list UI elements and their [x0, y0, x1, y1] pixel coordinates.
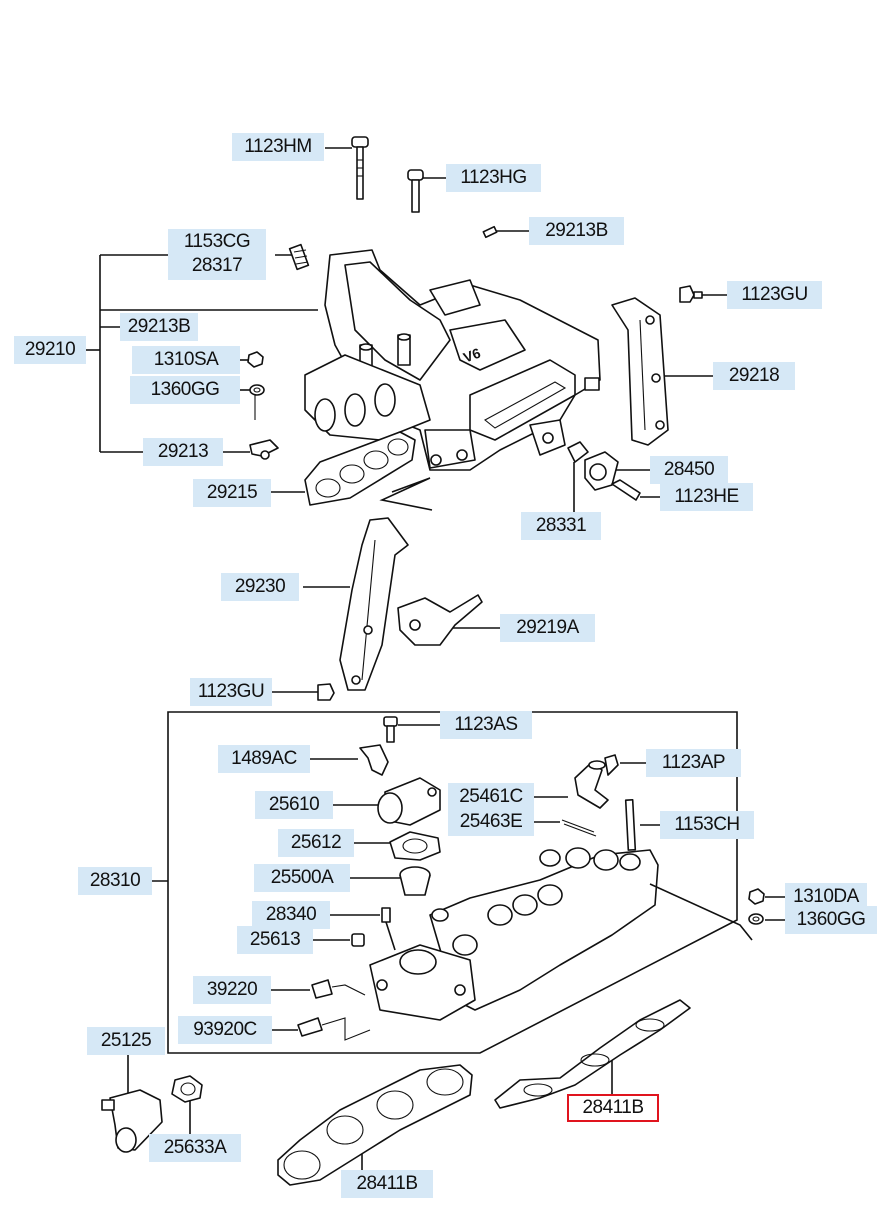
part-label-28450[interactable]: 28450	[650, 456, 728, 484]
part-label-29210[interactable]: 29210	[14, 336, 86, 364]
part-label-1123gu-top[interactable]: 1123GU	[727, 281, 822, 309]
part-label-28331[interactable]: 28331	[521, 512, 601, 540]
intake-manifold-28310	[369, 847, 753, 1021]
stud-1153ch	[624, 799, 662, 851]
part-label-28310[interactable]: 28310	[78, 867, 152, 895]
pin-29213b	[482, 225, 530, 239]
part-label-25500a[interactable]: 25500A	[254, 864, 350, 892]
part-label-25461c[interactable]: 25461C	[448, 783, 534, 811]
part-label-25612[interactable]: 25612	[278, 829, 354, 857]
lower-runners-29210	[254, 354, 431, 441]
part-label-1123as[interactable]: 1123AS	[440, 711, 532, 739]
bolt-1123ap	[604, 754, 646, 776]
washer-1360gg-top	[240, 384, 265, 396]
box-28310	[150, 711, 738, 1054]
part-label-1360gg-bottom[interactable]: 1360GG	[785, 906, 877, 934]
sensor-28340	[330, 907, 396, 951]
part-label-1489ac[interactable]: 1489AC	[218, 745, 310, 773]
sensor-93920c	[270, 1017, 371, 1041]
bolt-1123gu-bottom	[270, 683, 335, 701]
part-label-1123ap[interactable]: 1123AP	[646, 749, 741, 777]
pipe-25461c	[532, 760, 609, 809]
gasket-25612	[352, 831, 441, 861]
part-label-29218[interactable]: 29218	[713, 362, 795, 390]
part-label-25633a[interactable]: 25633A	[149, 1134, 241, 1162]
clip-1489ac	[308, 744, 389, 776]
part-label-29215[interactable]: 29215	[193, 479, 271, 507]
thermostat-25500a	[350, 866, 431, 896]
part-label-1310sa[interactable]: 1310SA	[132, 346, 240, 374]
part-label-1123he[interactable]: 1123HE	[660, 483, 753, 511]
part-label-29230[interactable]: 29230	[221, 573, 299, 601]
part-label-29213b-top[interactable]: 29213B	[529, 217, 624, 245]
bolt-1123gu-top	[679, 285, 728, 303]
bracket-29218	[611, 297, 720, 446]
part-label-25613[interactable]: 25613	[237, 926, 313, 954]
housing-25610	[330, 777, 441, 826]
svg-text:V6: V6	[461, 345, 483, 366]
part-label-1153cg: 1153CG	[183, 231, 251, 252]
part-label-39220[interactable]: 39220	[193, 976, 271, 1004]
bracket-29230	[303, 517, 409, 691]
gasket-29215	[265, 431, 416, 506]
bolt-1123hm	[325, 136, 369, 200]
part-label-28411b-highlighted[interactable]: 28411B	[567, 1094, 659, 1122]
part-label-28317: 28317	[191, 255, 243, 276]
part-label-1123gu-bottom[interactable]: 1123GU	[190, 678, 272, 706]
part-label-1360gg-top[interactable]: 1360GG	[130, 376, 240, 404]
part-label-29219a[interactable]: 29219A	[500, 614, 595, 642]
part-label-29213[interactable]: 29213	[143, 438, 223, 466]
gasket-28411b-upper	[494, 999, 691, 1109]
part-label-1153cg-28317[interactable]: 1153CG 28317	[168, 229, 266, 280]
plug-25613	[310, 933, 365, 947]
part-label-25463e[interactable]: 25463E	[448, 808, 534, 836]
part-label-28411b-bottom[interactable]: 28411B	[341, 1170, 433, 1198]
gasket-28411b-lower	[277, 1064, 473, 1186]
clamp-25463e	[532, 819, 597, 837]
break-line-top	[379, 477, 433, 511]
nut-1310da	[748, 888, 785, 905]
part-label-1123hg[interactable]: 1123HG	[446, 164, 541, 192]
bracket-29219a	[397, 594, 500, 646]
valve-28450	[567, 441, 652, 512]
fitting-29213	[222, 439, 279, 460]
bracket-29210	[85, 254, 318, 453]
bolt-1123he	[611, 479, 660, 501]
stud-1153cg	[275, 243, 310, 271]
part-label-28340[interactable]: 28340	[252, 901, 330, 929]
washer-1360gg-bottom	[748, 913, 785, 925]
part-label-25610[interactable]: 25610	[255, 791, 333, 819]
part-label-1153ch[interactable]: 1153CH	[660, 811, 754, 839]
part-label-93920c[interactable]: 93920C	[178, 1016, 272, 1044]
nut-1310sa	[240, 351, 264, 368]
gasket-25633a	[171, 1075, 203, 1135]
bolt-1123hg	[407, 169, 447, 213]
sensor-39220	[270, 979, 366, 999]
part-label-1123hm[interactable]: 1123HM	[232, 133, 324, 161]
part-label-25125[interactable]: 25125	[87, 1027, 165, 1055]
part-label-29213b-left[interactable]: 29213B	[120, 313, 198, 341]
bolt-1123as	[383, 716, 440, 743]
